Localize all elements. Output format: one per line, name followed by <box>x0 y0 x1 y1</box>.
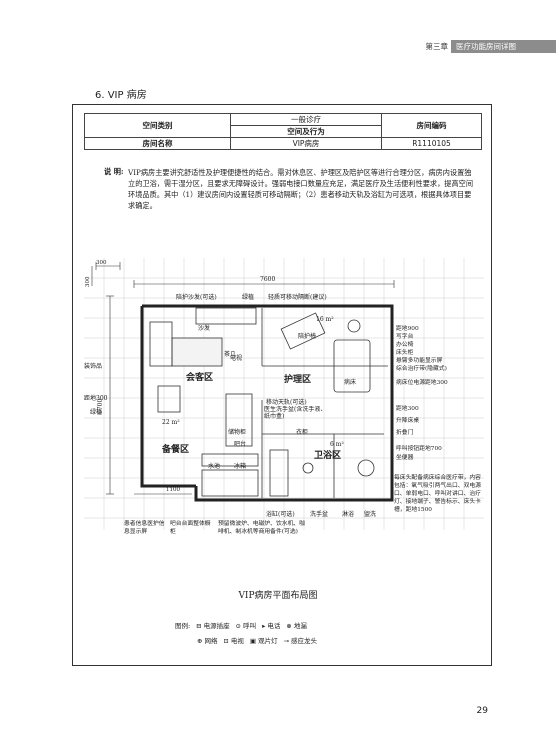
area-reception: 22 m² <box>162 419 180 426</box>
plan-caption: VIP病房平面布局图 <box>238 591 318 601</box>
room-name-value: VIP病房 <box>230 137 382 150</box>
right-labels: 距地900 写字台 办公椅 床头柜 悬臂多功能显示屏 综合治疗带(隐藏式) 病床… <box>396 324 448 461</box>
label-clothes: 衣柜 <box>296 428 308 436</box>
label-appliances: 预留微波炉、电磁炉、饮水机、咖啡机、制冰机等商用备件(可选) <box>218 521 305 535</box>
power-socket-icon: ⊟ <box>196 622 202 630</box>
right-label: 办公椅 <box>396 340 414 348</box>
walls <box>140 304 394 502</box>
label-sofa: 沙发 <box>198 324 210 332</box>
legend: 图例: ⊟电源插座 ⊙呼叫 ▸电话 ⊗地漏 ⊕网络 ⊡电视 ▣观片灯 ⊸感应龙头 <box>175 619 317 649</box>
zone-bath: 卫浴区 <box>314 449 341 461</box>
dim-bottom: 1100 <box>166 487 180 493</box>
legend-phone: 电话 <box>267 622 281 630</box>
right-label: 写字台 <box>396 332 414 340</box>
label-fridge: 冰箱 <box>234 462 246 470</box>
area-bath: 6 m² <box>330 441 344 448</box>
room-code-label: 房间编码 <box>381 113 482 138</box>
label-shower: 淋浴 <box>342 510 354 518</box>
space-category-label: 空间类别 <box>84 113 231 138</box>
label-bathtub: 浴缸(可选) <box>266 510 295 518</box>
network-icon: ⊕ <box>197 637 203 645</box>
info-table: 空间类别 一般诊疗 房间编码 空间及行为 房间名称 VIP病房 R1110105 <box>84 113 482 150</box>
label-dist300-left: 距地300 <box>84 394 108 402</box>
right-label: 距地300 <box>396 404 419 412</box>
label-patient-info: 患者信息医护信息显示屏 <box>124 521 165 535</box>
zone-reception: 会客区 <box>186 371 213 383</box>
space-category-value: 一般诊疗 <box>230 113 382 126</box>
label-bar-storage: 吧台台面整体橱柜 <box>170 521 211 535</box>
label-lift-track: 移动天轨(可选) <box>266 398 307 406</box>
dim-top-small: 300 <box>96 260 107 266</box>
label-escort-chair: 陪护椅 <box>298 332 316 340</box>
label-left-green: 绿植 <box>90 408 102 416</box>
right-label: 病床位电源距地300 <box>396 378 448 386</box>
right-label: 折叠门 <box>396 428 414 436</box>
description-text: VIP病房主要讲究舒适性及护理便捷性的结合。需对休息区、护理区及陪护区等进行合理… <box>128 168 474 210</box>
phone-icon: ▸ <box>262 622 266 630</box>
label-sink: 水池 <box>208 462 220 470</box>
floor-plan: 300 300 7600 6700 1100 16 m² 22 m² 6 m² … <box>84 258 484 535</box>
label-washbasin2: 洗手盆 <box>310 510 328 518</box>
legend-tv: 电视 <box>230 637 244 645</box>
content-frame <box>72 104 492 666</box>
tv-icon: ⊡ <box>223 637 229 645</box>
legend-title: 图例: <box>175 622 191 630</box>
right-label: 悬臂多功能显示屏 <box>396 356 443 364</box>
call-icon: ⊙ <box>235 622 242 630</box>
legend-network: 网络 <box>204 637 218 645</box>
chapter-label: 第三章 <box>425 42 449 51</box>
label-partition: 轻质可移动隔断(建议) <box>268 293 327 301</box>
legend-power: 电源插座 <box>203 622 230 630</box>
label-tea-table: 茶几 <box>224 350 236 358</box>
legend-film-light: 观片灯 <box>258 637 278 645</box>
label-storage: 储物柜 <box>228 428 246 436</box>
label-washbasin: 医生洗手盆(含洗手液、纸巾盒) <box>264 406 327 420</box>
label-bar: 吧台 <box>234 440 246 448</box>
right-label: 坐便器 <box>396 453 414 461</box>
zone-dining: 备餐区 <box>161 443 189 455</box>
label-top-green: 绿植 <box>242 293 254 301</box>
faucet-icon: ⊸ <box>283 637 290 645</box>
room-name-label: 房间名称 <box>84 137 231 150</box>
floor-drain-icon: ⊗ <box>286 622 292 630</box>
right-label: 床头柜 <box>396 348 414 356</box>
dim-side-small: 300 <box>85 276 91 287</box>
legend-call: 呼叫 <box>243 622 257 630</box>
area-nursing: 16 m² <box>316 316 334 323</box>
right-label: 升降床桌 <box>396 416 419 424</box>
section-title: 6. VIP 病房 <box>95 90 147 101</box>
space-behavior-label: 空间及行为 <box>230 125 382 138</box>
film-light-icon: ▣ <box>249 637 257 645</box>
description-label: 说 明: <box>104 167 124 176</box>
label-bed: 病床 <box>344 378 356 386</box>
room-code-value: R1110105 <box>381 137 482 150</box>
right-label: 距地900 <box>396 324 419 332</box>
dim-height: 6700 <box>97 399 104 414</box>
label-decor: 装饰品 <box>84 362 102 370</box>
section-tab: 医疗功能房间详图 <box>451 40 556 53</box>
label-sofa-bed: 陪护沙发(可选) <box>176 293 217 301</box>
right-note: 每床头配备病床综合医疗带，内容包括：氧气吸引两气出口、双电源口、单弱电口、呼叫对… <box>394 475 481 513</box>
legend-floor-drain: 地漏 <box>293 622 307 630</box>
chapter-header: 第三章 医疗功能房间详图 <box>426 40 556 53</box>
dimension-lines <box>91 262 395 495</box>
right-label: 综合治疗带(隐藏式) <box>396 364 447 372</box>
label-tv: 电视 <box>230 354 242 362</box>
page-number: 29 <box>476 706 488 716</box>
dim-width: 7600 <box>260 276 275 283</box>
label-basin3: 盥洗 <box>364 510 376 518</box>
right-label: 呼叫按钮距地700 <box>396 444 442 452</box>
zone-nursing: 护理区 <box>284 373 311 385</box>
legend-faucet: 感应龙头 <box>291 637 318 645</box>
